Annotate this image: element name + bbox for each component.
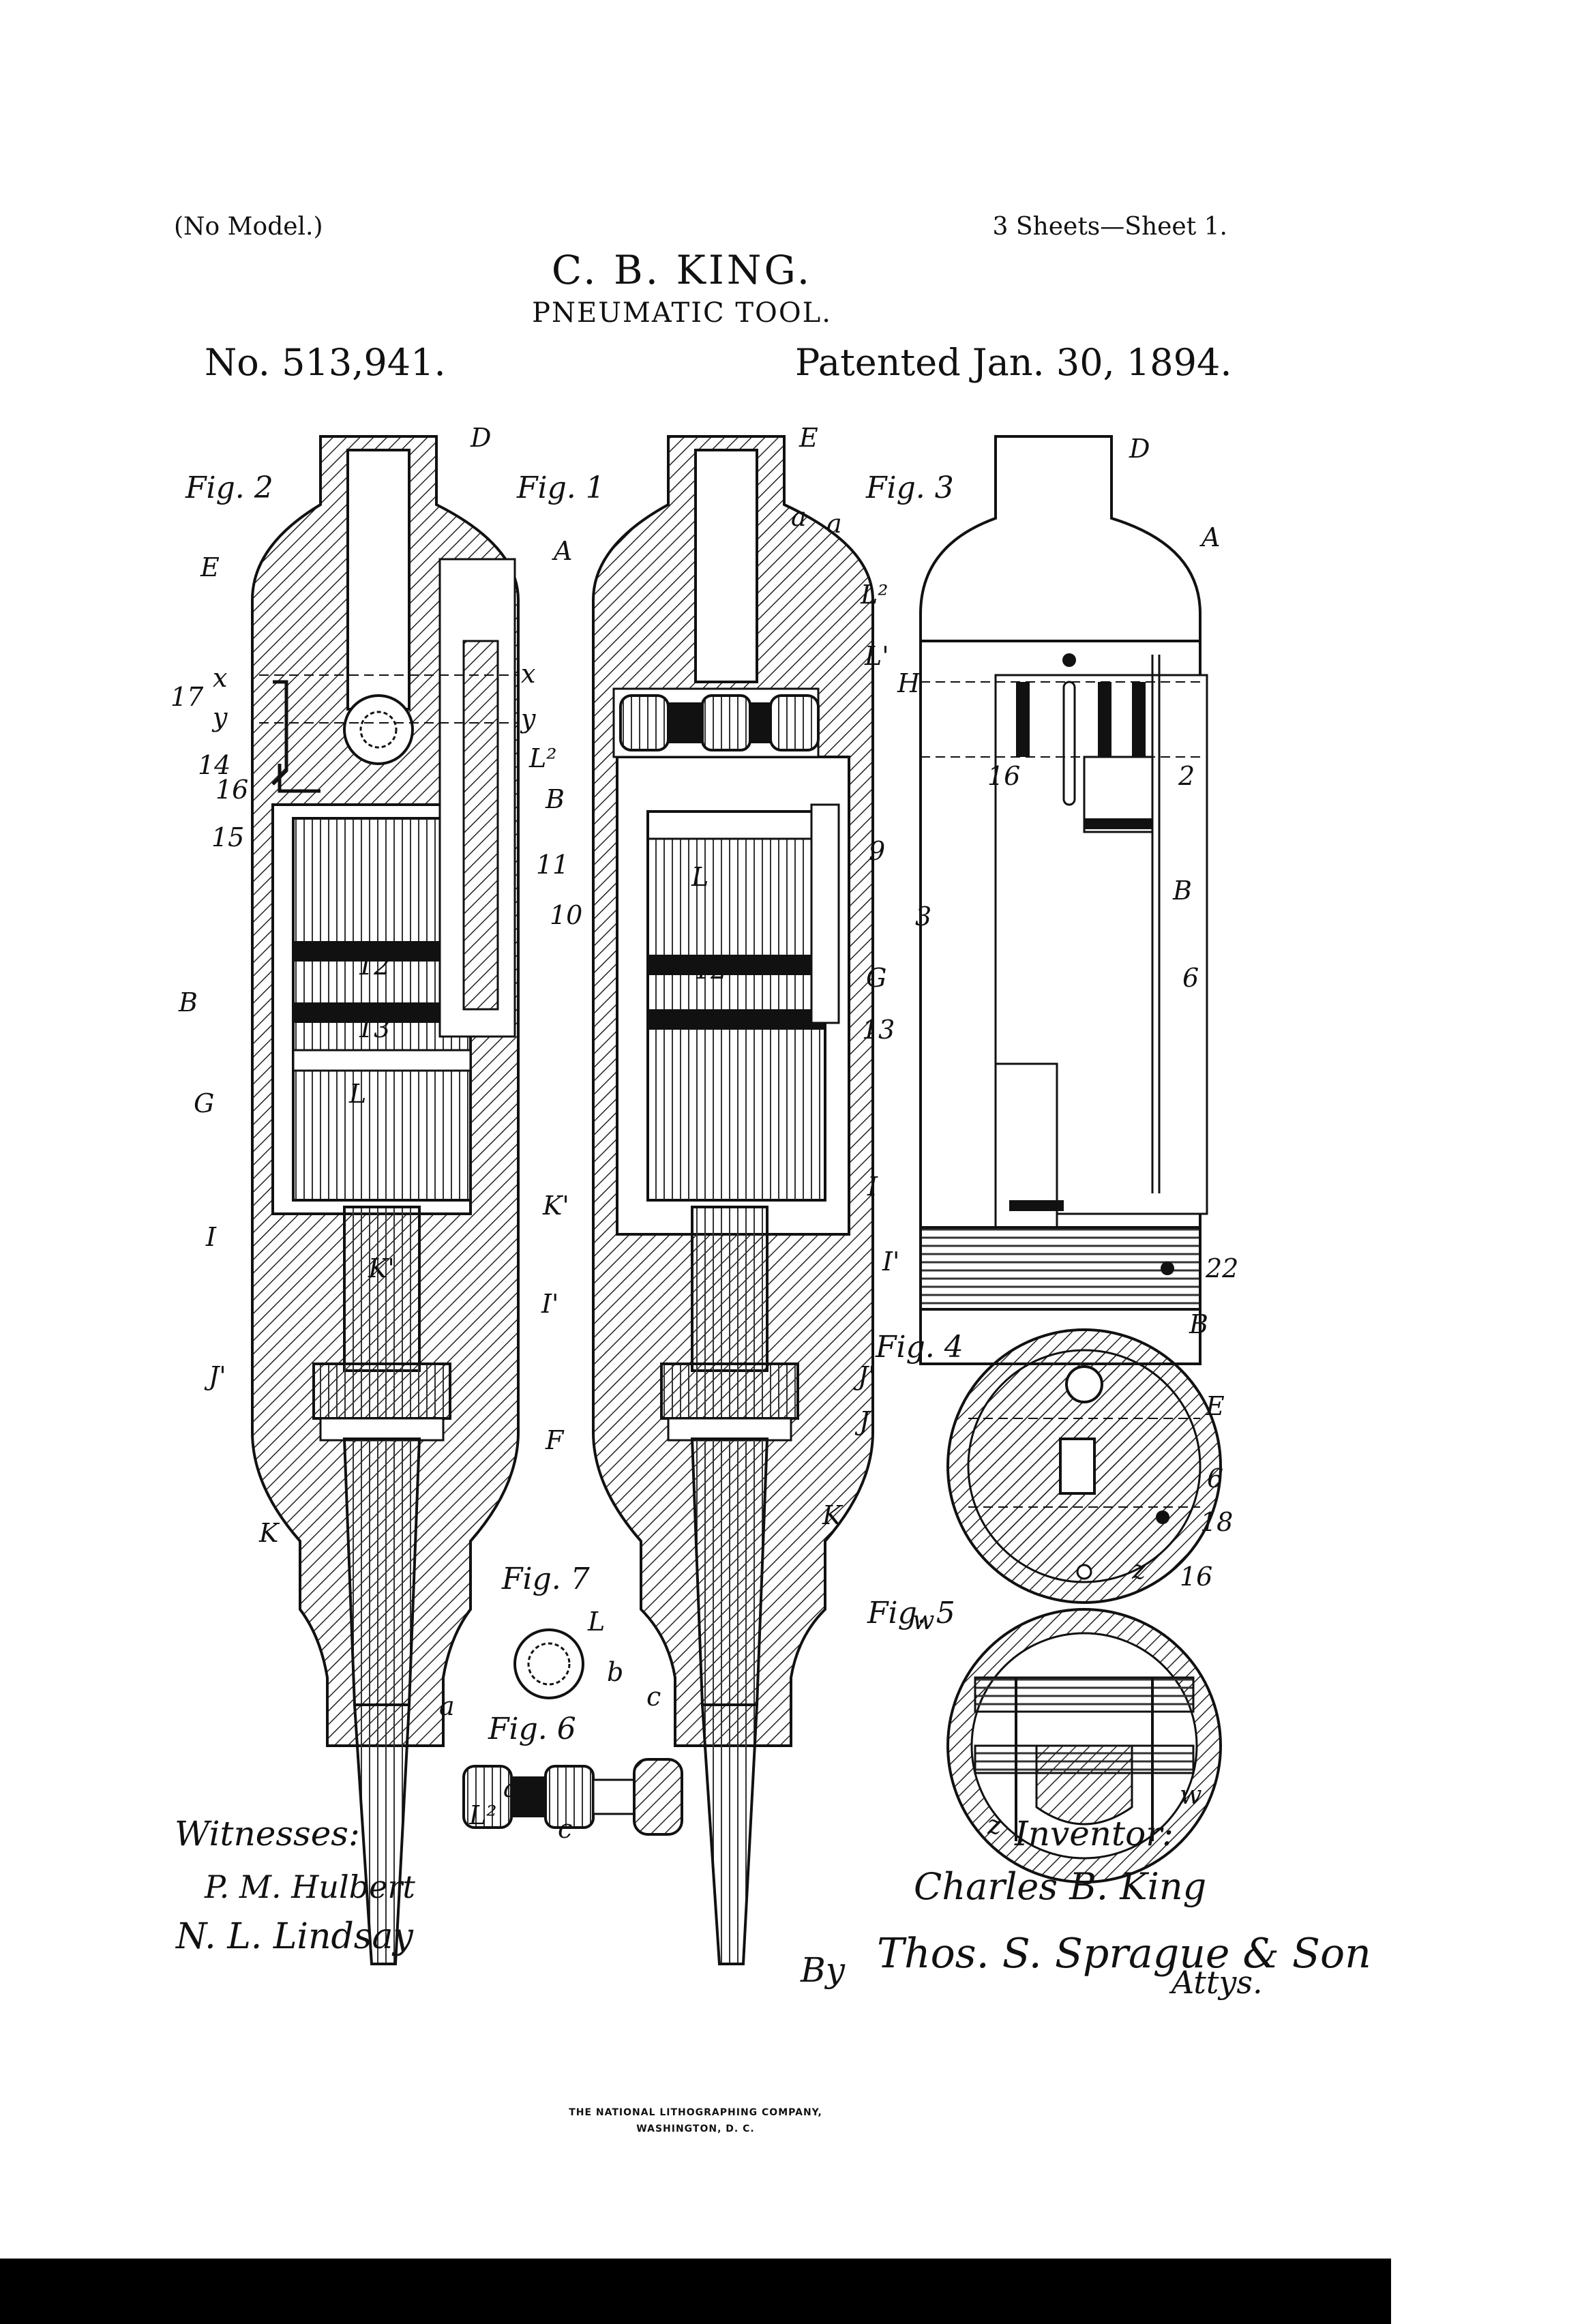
ref-label: H: [897, 668, 920, 698]
ref-label: E: [799, 423, 818, 453]
ref-label: L²: [861, 580, 888, 610]
ref-label: I': [541, 1289, 558, 1319]
fig1-drawing: [593, 436, 873, 1964]
ref-label: L²: [529, 743, 556, 773]
printer-imprint: THE NATIONAL LITHOGRAPHING COMPANY,: [0, 2107, 1391, 2118]
ref-label: 16: [215, 775, 248, 805]
ref-label: L: [691, 862, 708, 892]
ref-label: K: [822, 1500, 841, 1530]
ref-label: b: [607, 1657, 623, 1687]
ref-label: L: [588, 1607, 605, 1637]
ref-label: G: [194, 1088, 214, 1118]
witness-signature: P. M. Hulbert: [205, 1868, 415, 1905]
ref-label: I: [867, 1172, 878, 1202]
attorneys-label: Attys.: [1171, 1964, 1263, 2001]
witnesses-label: Witnesses:: [175, 1814, 360, 1853]
ref-label: 9: [869, 836, 885, 866]
ref-label: y: [213, 702, 227, 732]
ref-label: 15: [211, 822, 244, 852]
ref-label: 13: [357, 1013, 390, 1043]
ref-label: E: [1206, 1391, 1225, 1421]
ref-label: a: [826, 509, 842, 539]
attorneys-signature: Thos. S. Sprague & Son: [877, 1930, 1371, 1978]
ref-label: J': [209, 1361, 226, 1391]
ref-label: 10: [550, 900, 582, 930]
ref-label: x: [213, 663, 227, 693]
ref-label: 12: [694, 955, 727, 985]
ref-label: G: [866, 963, 886, 993]
fig6-label: Fig. 6: [488, 1712, 576, 1746]
fig2-label: Fig. 2: [185, 471, 273, 505]
ref-label: D: [1129, 434, 1150, 464]
ref-label: w: [912, 1605, 935, 1635]
printer-location: WASHINGTON, D. C.: [0, 2124, 1391, 2134]
fig1-label: Fig. 1: [517, 471, 605, 505]
ref-label: 17: [170, 682, 203, 712]
ref-label: 22: [1206, 1253, 1238, 1283]
ref-label: B: [179, 987, 198, 1017]
ref-label: F: [546, 1425, 563, 1455]
ref-label: J': [858, 1361, 876, 1391]
fig2-drawing: [252, 436, 518, 1964]
fig7-label: Fig. 7: [502, 1562, 590, 1596]
ref-label: a: [439, 1691, 455, 1721]
ref-label: B: [1173, 876, 1192, 906]
ref-label: 16: [987, 761, 1020, 791]
ref-label: 18: [1200, 1507, 1233, 1537]
ref-label: 11: [536, 850, 569, 880]
ref-label: 12: [357, 951, 390, 981]
ref-label: I': [882, 1247, 899, 1277]
ref-label: a: [791, 502, 807, 532]
ref-label: w: [1180, 1780, 1202, 1810]
ref-label: c: [646, 1682, 661, 1712]
ref-label: a: [503, 1773, 519, 1803]
ref-label: L: [349, 1079, 366, 1109]
fig3-label: Fig. 3: [866, 471, 954, 505]
ref-label: z: [987, 1810, 1001, 1840]
ref-label: 3: [915, 902, 931, 932]
ref-label: D: [471, 423, 491, 453]
ref-label: A: [1202, 522, 1220, 552]
ref-label: c: [558, 1814, 572, 1844]
ref-label: L²: [469, 1800, 496, 1830]
ref-label: 16: [1180, 1562, 1212, 1592]
inventor-label: Inventor:: [1015, 1814, 1174, 1853]
ref-label: K: [259, 1518, 278, 1548]
fig7-drawing: [515, 1630, 583, 1698]
scan-border: [0, 2259, 1391, 2324]
inventor-signature: Charles B. King: [914, 1865, 1206, 1908]
ref-label: L': [865, 641, 889, 671]
ref-label: E: [200, 552, 220, 582]
ref-label: K': [543, 1191, 569, 1221]
fig5-label: Fig. 5: [867, 1596, 955, 1630]
ref-label: 6: [1182, 963, 1199, 993]
ref-label: y: [521, 704, 535, 734]
ref-label: 2: [1178, 761, 1195, 791]
ref-label: B: [546, 784, 565, 814]
fig3-drawing: [921, 436, 1207, 1364]
ref-label: 13: [862, 1015, 895, 1045]
ref-label: B: [1189, 1309, 1208, 1339]
witness-signature: N. L. Lindsay: [176, 1916, 413, 1957]
ref-label: A: [554, 536, 572, 566]
by-label: By: [801, 1950, 845, 1990]
ref-label: K': [368, 1253, 395, 1283]
ref-label: z: [1132, 1555, 1146, 1585]
ref-label: I: [206, 1222, 216, 1252]
ref-label: 6: [1207, 1463, 1223, 1493]
ref-label: x: [521, 659, 535, 689]
ref-label: J: [859, 1406, 869, 1436]
fig4-label: Fig. 4: [876, 1330, 964, 1365]
